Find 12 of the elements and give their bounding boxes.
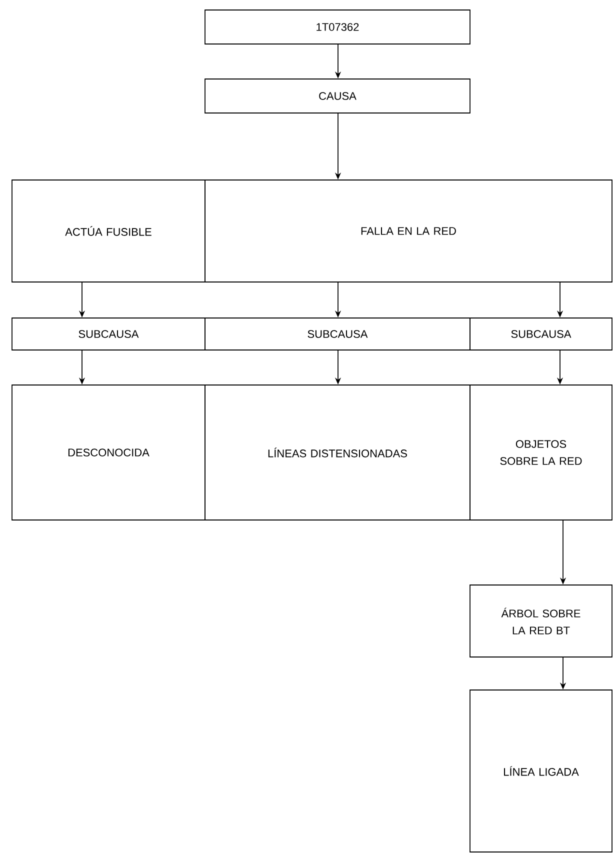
category-box: ACTÚA FUSIBLE: [12, 180, 206, 282]
category-box: LÍNEAS DISTENSIONADAS: [204, 384, 470, 520]
category-box: ÁRBOL SOBRE LA RED BT: [470, 584, 612, 658]
subcause-box: SUBCAUSA: [470, 318, 612, 350]
category-box: FALLA EN LA RED: [204, 180, 612, 282]
subcause-box: SUBCAUSA: [204, 318, 470, 350]
cause-box: CAUSA: [204, 78, 470, 114]
category-box: OBJETOS SOBRE LA RED: [470, 384, 612, 520]
subcause-box: SUBCAUSA: [12, 318, 206, 350]
category-box: DESCONOCIDA: [12, 384, 206, 520]
category-box: LÍNEA LIGADA: [470, 690, 612, 852]
id-box: 1T07362: [204, 10, 470, 44]
